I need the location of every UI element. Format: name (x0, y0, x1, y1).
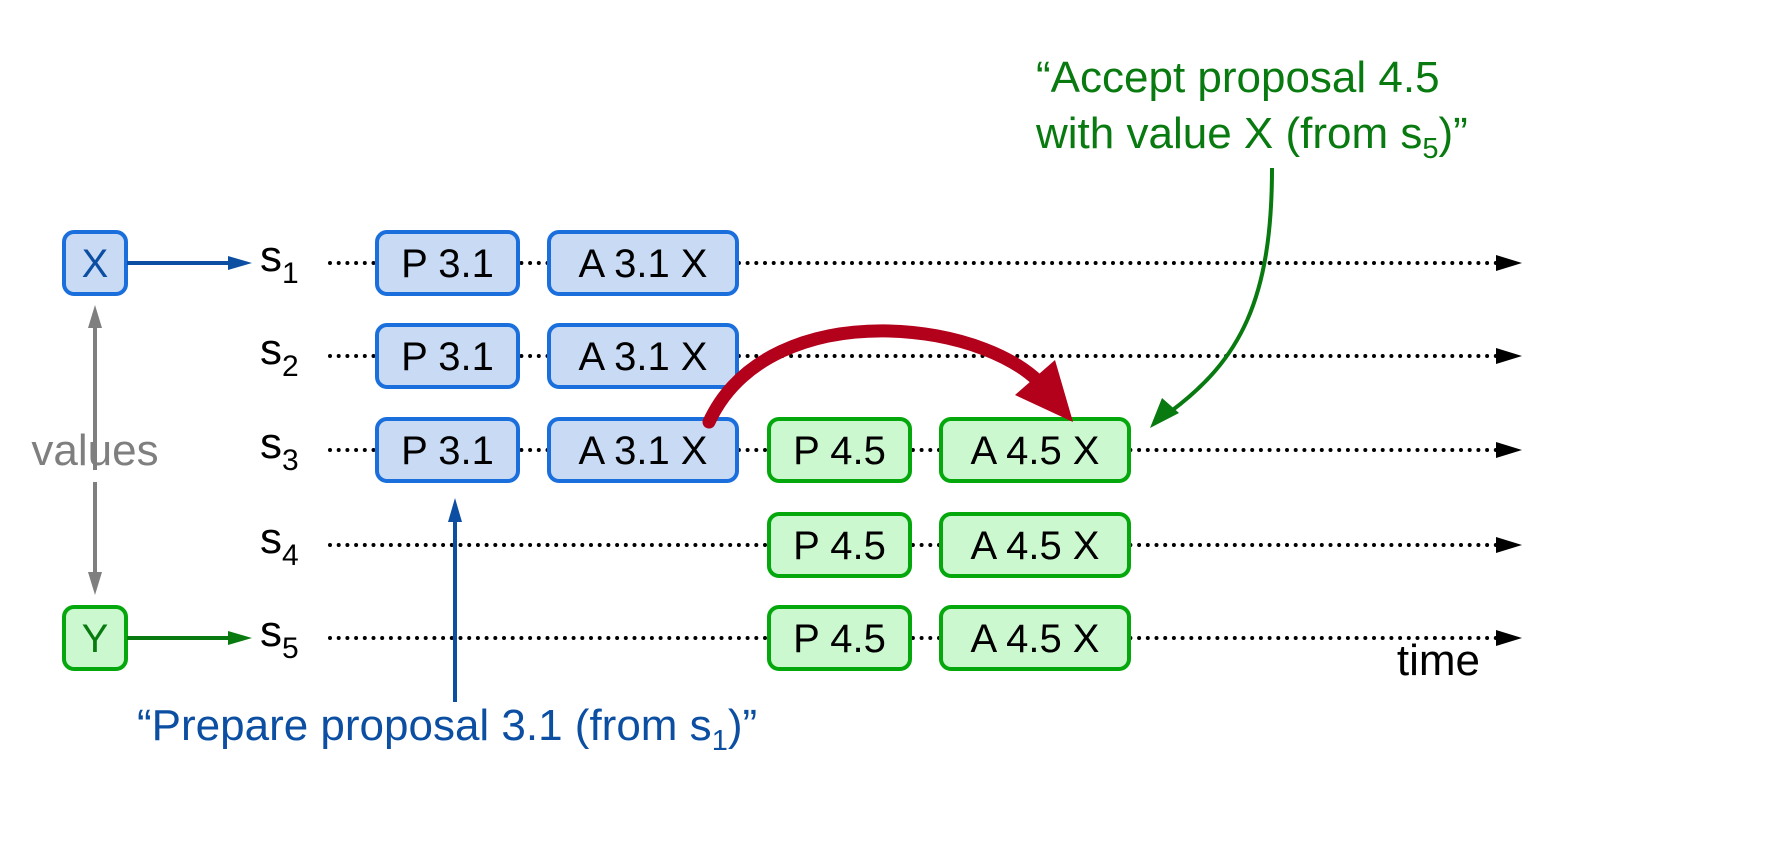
event-box: P 3.1 (375, 230, 520, 296)
value-x-box (62, 230, 128, 296)
server-label-s4: s4 (260, 514, 299, 572)
event-box: A 4.5 X (939, 417, 1131, 483)
event-box-rect (939, 512, 1131, 578)
accept-annotation-line2: with value X (from s5)” (1035, 109, 1468, 165)
event-box: P 4.5 (767, 417, 912, 483)
event-label: P 3.1 (401, 335, 494, 379)
value-propagation-arrow (702, 324, 1057, 429)
event-box-rect (767, 417, 912, 483)
event-boxes: P 3.1 A 3.1 X P 3.1 A 3.1 X P 3.1 A 3.1 X P 4.… (375, 230, 1131, 671)
accept-annotation-line1: “Accept proposal 4.5 (1036, 53, 1440, 102)
event-label: A 3.1 X (579, 429, 708, 473)
event-label: A 4.5 X (971, 524, 1100, 568)
timeline-arrow-head (1496, 255, 1522, 271)
value-propagation-arrow-head (1015, 360, 1073, 422)
server-timelines: s1 s2 s3 s4 s5 (260, 232, 1522, 665)
event-box-rect (939, 417, 1131, 483)
timeline-s3: s3 (260, 419, 1522, 477)
event-box: A 4.5 X (939, 605, 1131, 671)
event-label: P 4.5 (793, 617, 886, 661)
event-label: P 4.5 (793, 429, 886, 473)
event-box: A 3.1 X (547, 417, 739, 483)
event-label: P 3.1 (401, 429, 494, 473)
event-box-rect (375, 323, 520, 389)
timeline-arrow-head (1496, 442, 1522, 458)
timeline-arrow-head (1496, 348, 1522, 364)
event-box: A 3.1 X (547, 230, 739, 296)
values-group: values X Y (31, 230, 252, 671)
event-box: A 4.5 X (939, 512, 1131, 578)
event-box: P 3.1 (375, 323, 520, 389)
event-box-rect (767, 512, 912, 578)
server-label-s1: s1 (260, 232, 299, 290)
event-box-rect (547, 230, 739, 296)
timeline-s4: s4 (260, 514, 1522, 572)
event-box: P 4.5 (767, 605, 912, 671)
event-box: P 4.5 (767, 512, 912, 578)
event-label: P 3.1 (401, 242, 494, 286)
value-x-text: X (82, 242, 109, 286)
event-label: A 4.5 X (971, 617, 1100, 661)
accept-annotation-arrow-head (1150, 398, 1179, 428)
timeline-s5: s5 (260, 607, 1522, 665)
accept-annotation-arrow (1168, 167, 1274, 414)
values-label: values (31, 426, 158, 475)
value-y-text: Y (82, 617, 109, 661)
values-arrow-up-head (88, 305, 102, 328)
prepare-annotation-arrow-head (448, 498, 462, 522)
event-box: A 3.1 X (547, 323, 739, 389)
event-box-rect (547, 323, 739, 389)
timeline-arrow-head (1496, 630, 1522, 646)
event-box-rect (767, 605, 912, 671)
event-box: P 3.1 (375, 417, 520, 483)
event-label: A 4.5 X (971, 429, 1100, 473)
timeline-s2: s2 (260, 325, 1522, 383)
value-y-box (62, 605, 128, 671)
server-label-s2: s2 (260, 325, 299, 383)
event-label: A 3.1 X (579, 242, 708, 286)
event-label: P 4.5 (793, 524, 886, 568)
event-label: A 3.1 X (579, 335, 708, 379)
event-box-rect (547, 417, 739, 483)
timeline-arrow-head (1496, 537, 1522, 553)
event-box-rect (375, 417, 520, 483)
value-y-arrow-head (228, 631, 252, 645)
time-axis-label: time (1397, 636, 1480, 685)
prepare-annotation: “Prepare proposal 3.1 (from s1)” (137, 701, 757, 757)
values-arrow-down-head (88, 572, 102, 595)
server-label-s3: s3 (260, 419, 299, 477)
value-x-arrow-head (228, 256, 252, 270)
event-box-rect (939, 605, 1131, 671)
event-box-rect (375, 230, 520, 296)
server-label-s5: s5 (260, 607, 299, 665)
timeline-s1: s1 (260, 232, 1522, 290)
